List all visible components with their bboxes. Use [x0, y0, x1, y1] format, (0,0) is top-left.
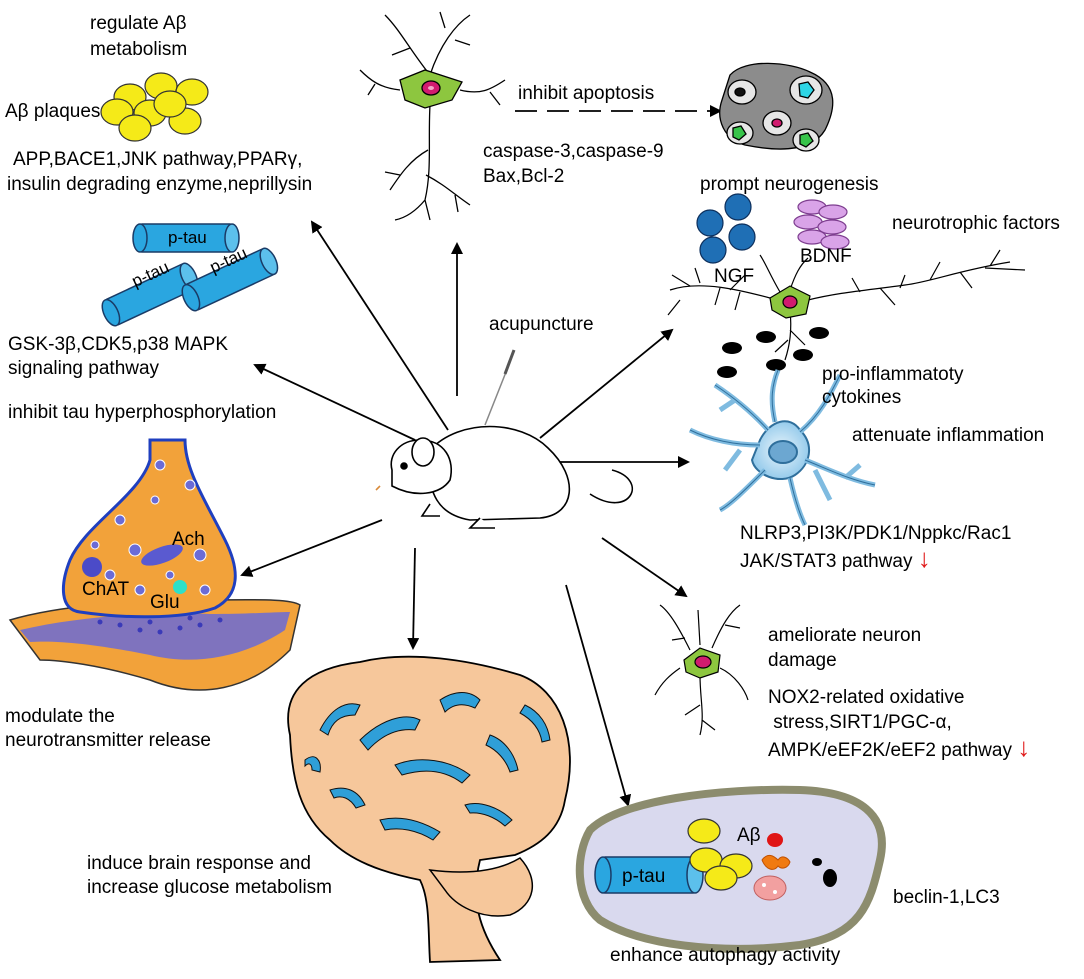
neuron-damage-down-arrow: ↓ — [1017, 732, 1031, 762]
autophagy-title: enhance autophagy activity — [610, 945, 841, 966]
inflammation-targets-2: JAK/STAT3 pathway ↓ — [740, 543, 931, 573]
autophagy-ptau-label: p-tau — [622, 866, 666, 887]
ngf-label: NGF — [714, 266, 755, 287]
autophagy-targets: beclin-1,LC3 — [893, 887, 1000, 908]
synapse-title-1: modulate the — [5, 706, 115, 727]
neuron-damage-title-2: damage — [768, 650, 837, 671]
apoptotic-cell — [719, 62, 834, 152]
ptau-cylinders — [101, 223, 279, 327]
arrow-to-brain — [407, 547, 420, 650]
abeta-plaques-label: Aβ plaques — [5, 101, 101, 122]
neuron-top — [359, 11, 506, 221]
connector-arrows — [240, 105, 722, 807]
neuron-neurogenesis — [667, 249, 1026, 361]
arrow-to-synapse — [240, 519, 383, 577]
brain-title-1: induce brain response and — [87, 853, 311, 874]
acupuncture-label: acupuncture — [489, 314, 594, 335]
tau-targets-1: GSK-3β,CDK5,p38 MAPK — [8, 334, 229, 355]
arrow-to-abeta — [310, 220, 449, 431]
autophagosome — [575, 785, 886, 953]
glu-label: Glu — [150, 592, 180, 613]
inflammation-targets-2-text: JAK/STAT3 pathway — [740, 551, 913, 572]
brain-illustration — [287, 655, 571, 963]
neuron-damage-title-1: ameliorate neuron — [768, 625, 922, 646]
ach-label: Ach — [172, 529, 205, 550]
apoptosis-title: inhibit apoptosis — [518, 83, 655, 104]
arrow-to-neurogenesis — [539, 328, 674, 439]
inflammation-down-arrow: ↓ — [917, 543, 931, 573]
bdnf-cluster — [793, 199, 850, 250]
arrow-to-tau — [253, 363, 416, 441]
tau-title: inhibit tau hyperphosphorylation — [8, 402, 277, 423]
mouse-illustration — [375, 425, 633, 529]
apoptosis-targets-1: caspase-3,caspase-9 — [483, 141, 664, 162]
bdnf-label: BDNF — [800, 246, 852, 267]
abeta-targets-1: APP,BACE1,JNK pathway,PPARγ, — [13, 149, 303, 170]
cytokines-label-2: cytokines — [822, 387, 902, 408]
neuron-damage-targets-2: stress,SIRT1/PGC-α, — [768, 712, 952, 733]
brain-title-2: increase glucose metabolism — [87, 877, 333, 898]
regulate-abeta-title-2: metabolism — [90, 39, 188, 60]
chat-label: ChAT — [82, 579, 130, 600]
ptau-label-top: p-tau — [168, 228, 207, 247]
microglia-cell — [688, 369, 876, 527]
abeta-plaques — [100, 72, 209, 142]
tau-targets-2: signaling pathway — [8, 358, 160, 379]
abeta-targets-2: insulin degrading enzyme,neprillysin — [7, 174, 313, 195]
synapse-title-2: neurotransmitter release — [5, 730, 211, 751]
neurotrophic-factors-label: neurotrophic factors — [892, 213, 1060, 234]
neuron-damage-targets-3-text: AMPK/eEF2K/eEF2 pathway — [768, 740, 1012, 761]
inflammation-title: attenuate inflammation — [852, 425, 1045, 446]
synapse-illustration — [8, 438, 301, 691]
apoptosis-targets-2: Bax,Bcl-2 — [483, 166, 565, 187]
cytokine-dots — [717, 327, 829, 378]
autophagy-abeta-label: Aβ — [737, 825, 761, 846]
acupuncture-needle — [484, 349, 516, 426]
regulate-abeta-title-1: regulate Aβ — [90, 13, 187, 34]
neurogenesis-title: prompt neurogenesis — [700, 174, 879, 195]
arrow-to-neuron-damage — [601, 537, 688, 598]
ngf-cluster — [696, 193, 756, 264]
neuron-damage-targets-1: NOX2-related oxidative — [768, 687, 965, 708]
cytokines-label-1: pro-inflammatoty — [822, 364, 964, 385]
arrow-to-autophagy — [565, 584, 632, 807]
neuron-damage-targets-3: AMPK/eEF2K/eEF2 pathway ↓ — [768, 732, 1031, 762]
neuron-damage — [654, 604, 749, 736]
inflammation-targets-1: NLRP3,PI3K/PDK1/Nppkc/Rac1 — [740, 523, 1012, 544]
